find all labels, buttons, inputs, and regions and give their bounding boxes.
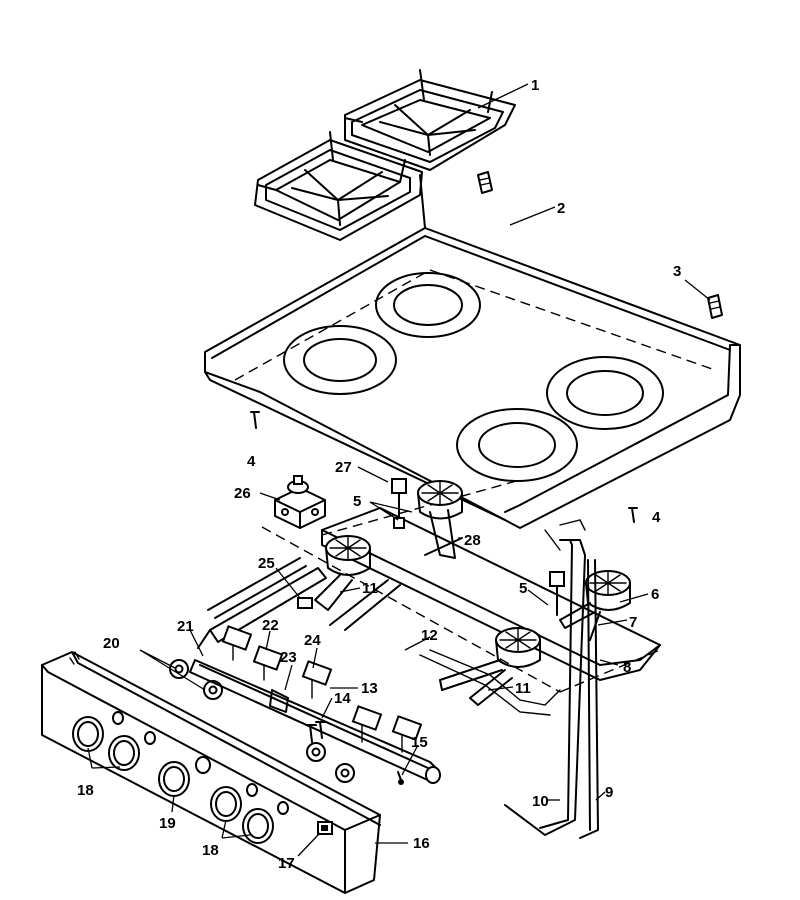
callout-4-left: 4 (247, 453, 256, 470)
ignitor-5-right (549, 571, 565, 616)
callout-14: 14 (334, 690, 351, 707)
callout-20: 20 (103, 635, 120, 652)
callout-9: 9 (605, 784, 613, 801)
callout-27: 27 (335, 459, 352, 476)
leader-lines (87, 83, 711, 857)
ignitor-27 (391, 478, 407, 529)
gas-manifold (189, 659, 441, 784)
pressure-regulator (274, 475, 326, 529)
callout-1: 1 (531, 77, 539, 94)
callout-26: 26 (234, 485, 251, 502)
screw-4-right (628, 507, 638, 523)
clip-3 (707, 294, 723, 319)
callout-11-left: 11 (362, 580, 378, 597)
callout-19: 19 (159, 815, 176, 832)
callout-24: 24 (304, 632, 321, 649)
burner-head-top (417, 480, 463, 520)
callout-11-right: 11 (515, 680, 531, 697)
callout-28: 28 (464, 532, 481, 549)
callout-16: 16 (413, 835, 430, 852)
callout-10: 10 (532, 793, 549, 810)
callout-17: 17 (278, 855, 295, 872)
screw-15 (397, 771, 404, 785)
callout-numbers: 1 2 3 4 4 5 5 6 7 8 9 10 11 11 12 13 14 … (77, 77, 681, 872)
callout-2: 2 (557, 200, 565, 217)
callout-15: 15 (411, 734, 428, 751)
burner-grate-left (254, 131, 423, 241)
callout-25: 25 (258, 555, 275, 572)
callout-4-right: 4 (652, 509, 661, 526)
panel-holes (112, 711, 289, 815)
gas-tube-25 (197, 557, 327, 649)
callout-8: 8 (623, 659, 631, 676)
screw-4-left (250, 411, 260, 429)
cooktop-panel (204, 174, 741, 529)
grate-clip-top (477, 171, 493, 194)
callout-7: 7 (629, 614, 637, 631)
callout-12: 12 (421, 627, 438, 644)
switch-17 (317, 821, 333, 835)
callout-13: 13 (361, 680, 378, 697)
callout-22: 22 (262, 617, 279, 634)
screws-14 (305, 721, 327, 743)
callout-3: 3 (673, 263, 681, 280)
callout-21: 21 (177, 618, 194, 635)
callout-5-top: 5 (353, 493, 361, 510)
control-panel (41, 651, 381, 894)
bracket-28 (424, 537, 463, 556)
callout-18-right: 18 (202, 842, 219, 859)
callout-6: 6 (651, 586, 659, 603)
burner-box-tray (261, 479, 661, 693)
valves (221, 625, 423, 753)
callout-18-left: 18 (77, 782, 94, 799)
gas-lines (419, 519, 599, 839)
burner-head-left (325, 535, 371, 576)
callout-5-right: 5 (519, 580, 527, 597)
burner-head-right (585, 570, 631, 611)
burner-head-front (495, 627, 541, 668)
knob-bezels-20 (169, 659, 355, 783)
callout-23: 23 (280, 649, 297, 666)
burner-grate-right (344, 69, 516, 171)
